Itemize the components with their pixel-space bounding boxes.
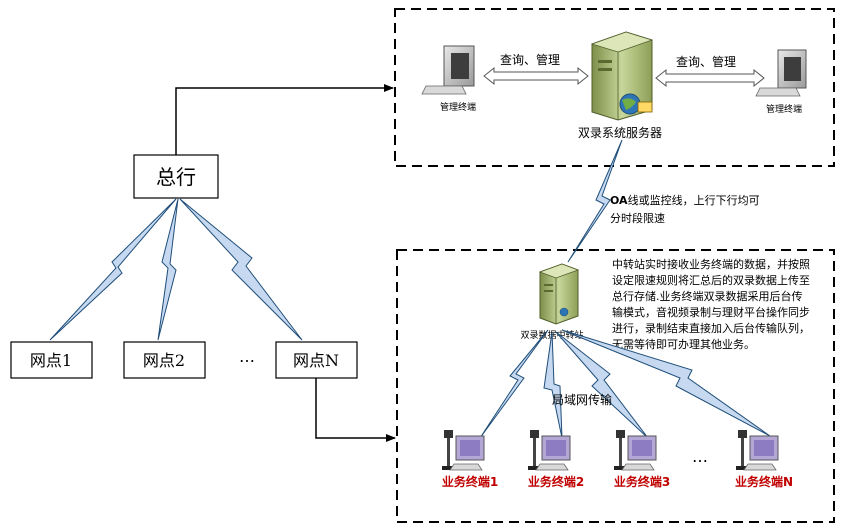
relay-description: 中转站实时接收业务终端的数据，并按照 设定限速规则将汇总后的双录数据上传至 总行… [612,257,810,351]
relay-description-line: 无需等待即可办理其他业务。 [612,337,755,351]
keyboard-icon [421,85,467,95]
relay-region-border [396,249,835,523]
folder-icon [637,101,653,113]
business-terminal-label-n: 业务终端N [735,474,793,489]
lan-lightning-1 [479,329,549,439]
relay-description-line: 总行存储.业务终端双录数据采用后台传 [612,289,803,303]
hq-branch-links [49,198,303,341]
double-arrow-right [655,68,765,88]
hq-box [133,154,219,199]
business-terminal-2 [528,430,571,471]
server-label: 双录系统服务器 [578,125,662,140]
server-region-border [394,8,835,167]
hq-label: 总行 [156,165,196,189]
branch-box-1 [10,341,93,379]
lan-lightning-2 [543,331,563,439]
double-arrow-left [483,66,589,86]
hq-to-server-arrow [175,84,394,155]
management-terminal-left [421,45,475,95]
wan-note-line2: 分时段限速 [610,211,665,225]
terminal-left-label: 管理终端 [440,101,476,113]
terminal-right-label: 管理终端 [766,103,802,115]
relay-description-line: 输模式，音视频录制与理财平台操作同步 [612,305,810,319]
branch-box-2 [123,341,206,379]
wan-note-line1: OA线或监控线，上行下行均可 [610,193,760,207]
business-terminal-label-3: 业务终端3 [614,474,670,489]
terminal-ellipsis: … [692,447,708,466]
branch-ellipsis: … [239,347,255,366]
business-terminal-label-2: 业务终端2 [528,474,584,489]
business-terminal-n [736,430,779,471]
link-right-label: 查询、管理 [676,54,736,69]
keyboard-icon [755,87,801,97]
branch-to-relay-arrow [315,378,396,442]
link-left-label: 查询、管理 [500,52,560,67]
relay-description-line: 中转站实时接收业务终端的数据，并按照 [612,257,810,271]
relay-description-line: 设定限速规则将汇总后的双录数据上传至 [612,273,810,287]
business-terminal-1 [442,430,485,471]
relay-server-icon [538,263,580,325]
relay-description-line: 进行，录制结束直接加入后台传输队列， [612,321,810,335]
lan-label: 局域网传输 [552,392,612,407]
server-icon [590,31,654,121]
business-terminal-3 [614,430,657,471]
branch-label-2: 网点2 [143,351,185,370]
lightning-link-3 [179,198,303,341]
lightning-link-2 [157,198,179,341]
lightning-link-1 [49,198,177,341]
management-terminal-right [755,49,807,97]
business-terminal-label-1: 业务终端1 [442,474,498,489]
branch-label-1: 网点1 [30,351,72,370]
wan-lightning-link [567,139,623,263]
branch-label-n: 网点N [293,351,339,370]
